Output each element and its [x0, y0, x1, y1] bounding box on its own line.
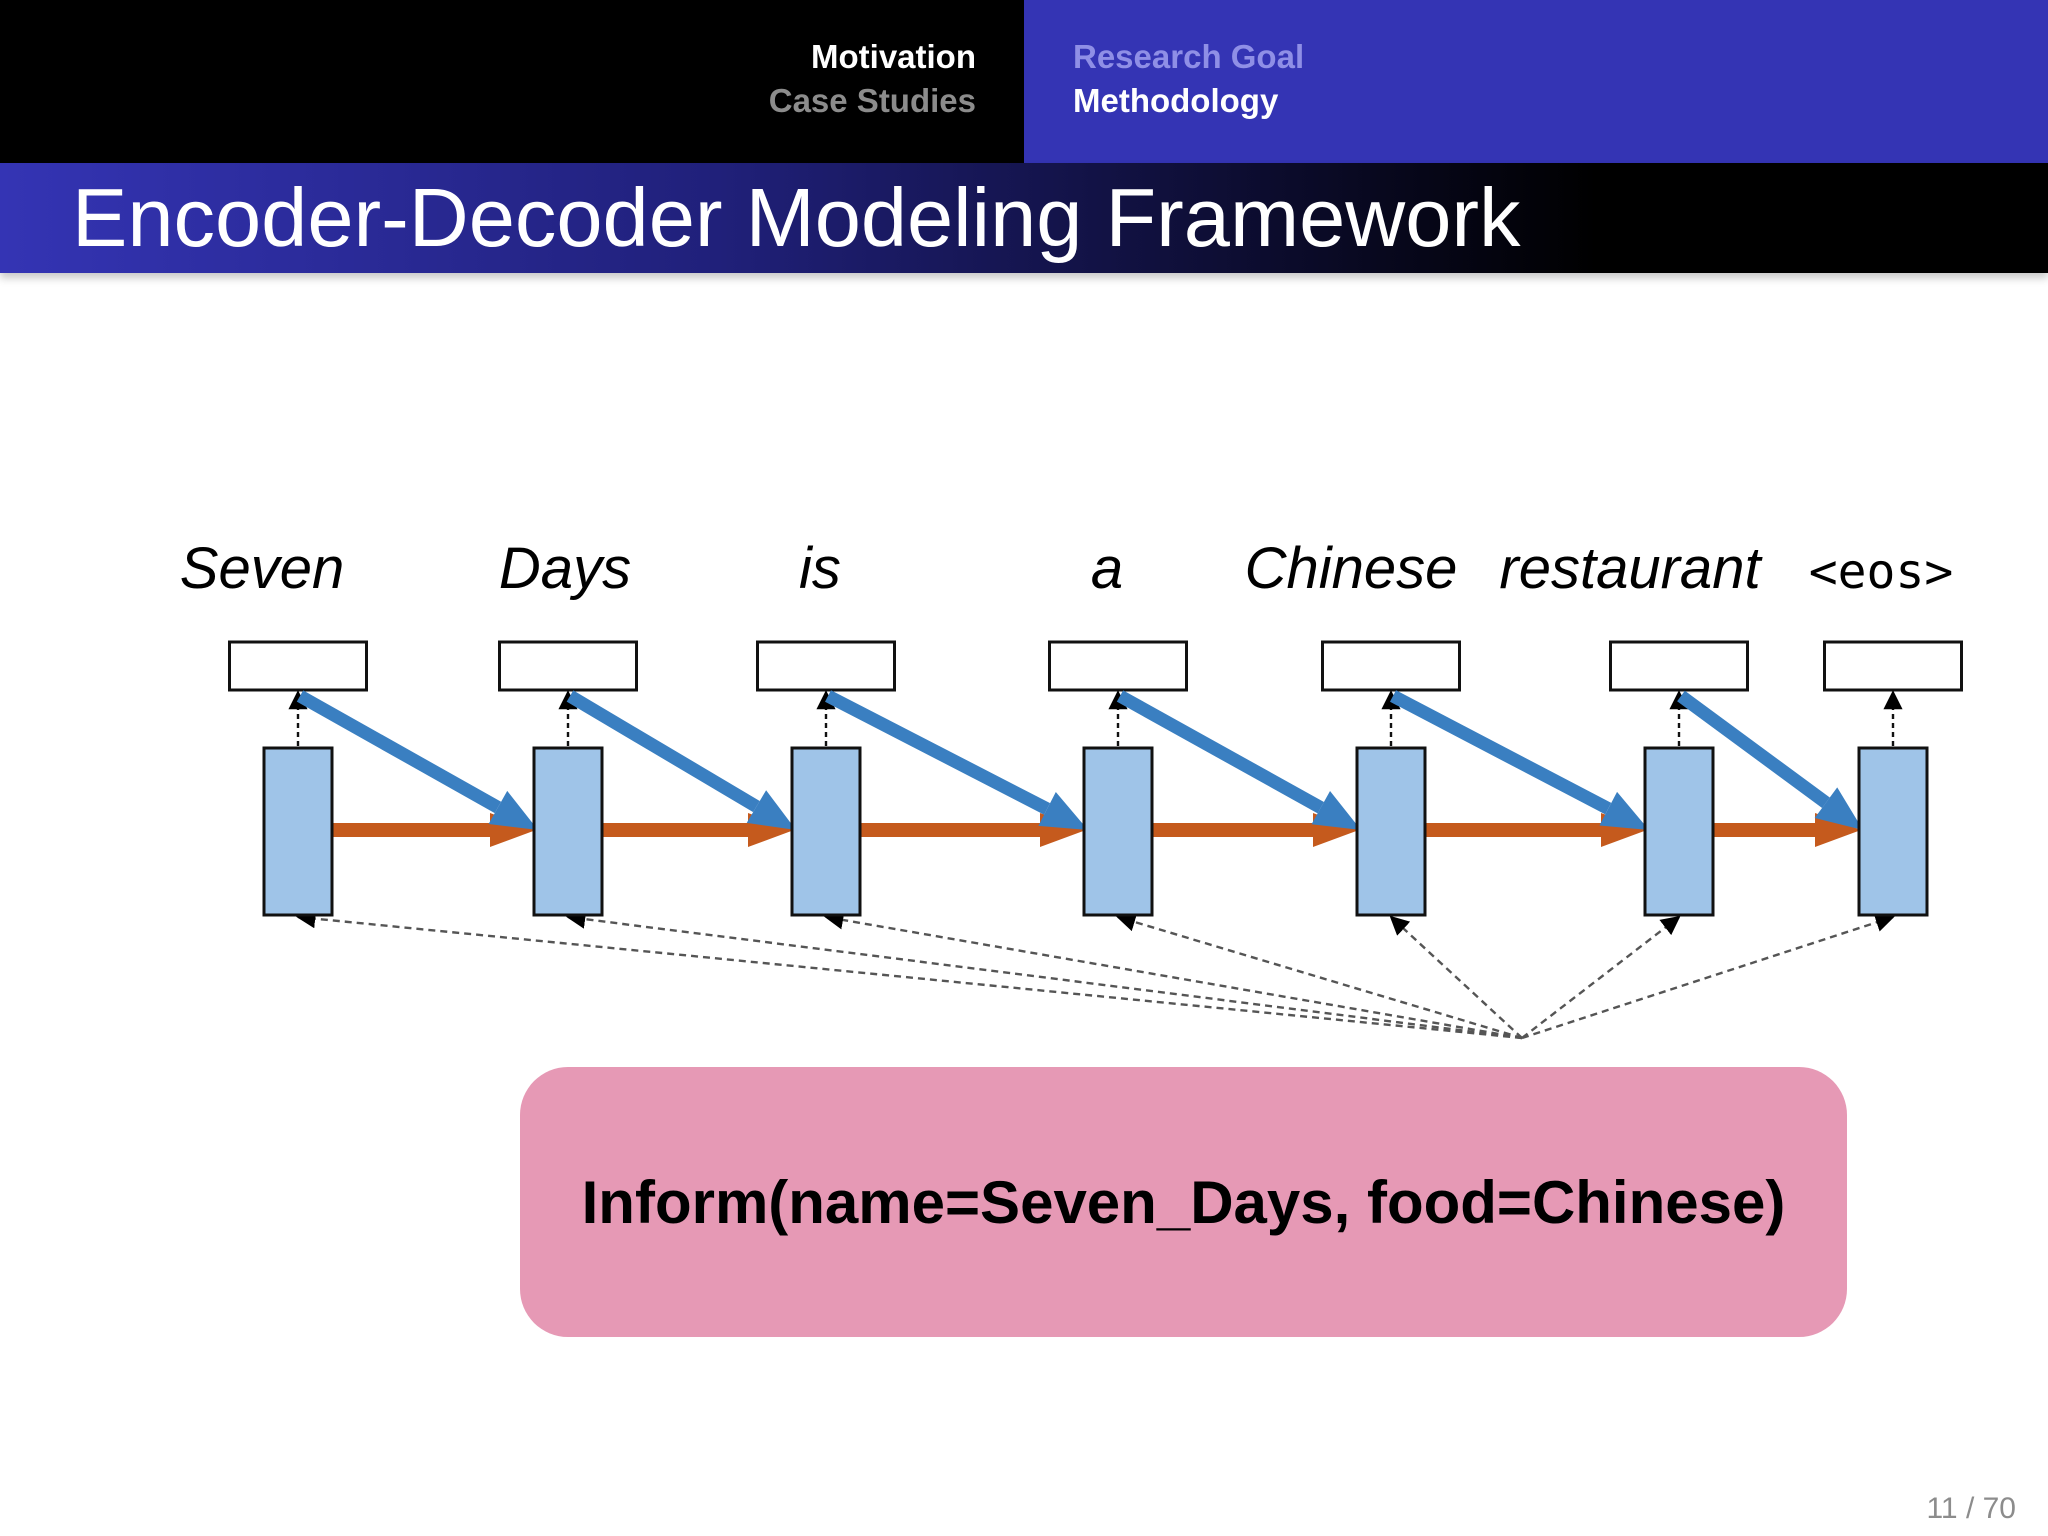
- feedback-arrow: [296, 690, 538, 830]
- dialogue-act-connector: [824, 910, 1523, 1040]
- token-label: <eos>: [1809, 544, 1954, 600]
- dialogue-act-connector: [296, 909, 1523, 1040]
- nav-section-motivation[interactable]: Motivation: [811, 38, 976, 75]
- output-arrows-group: [288, 690, 1903, 746]
- dialogue-act-text: Inform(name=Seven_Days, food=Chinese): [581, 1168, 1786, 1236]
- dialogue-act-connector: [1521, 915, 1681, 1039]
- feedback-arrow: [566, 690, 796, 830]
- hidden-state: [1643, 746, 1715, 917]
- nav-bar-left: Motivation Case Studies: [0, 0, 1024, 163]
- hidden-state: [1355, 746, 1427, 917]
- nav-bar-right: Research Goal Methodology: [1024, 0, 2048, 163]
- input-boxes-group: [228, 640, 1963, 692]
- input-box: [1609, 640, 1749, 692]
- nav-section-methodology[interactable]: Methodology: [1073, 82, 1279, 119]
- title-bar: Encoder-Decoder Modeling Framework: [0, 163, 2048, 273]
- token-label: a: [1091, 536, 1123, 601]
- token-label: restaurant: [1499, 536, 1763, 601]
- dashed-connectors-group: [296, 909, 1895, 1040]
- feedback-arrow: [1677, 690, 1863, 830]
- token-label: Chinese: [1245, 536, 1458, 601]
- dialogue-act-box: Inform(name=Seven_Days, food=Chinese): [520, 1067, 1847, 1337]
- dialogue-act-connector: [1116, 912, 1523, 1040]
- nav-section-research-goal[interactable]: Research Goal: [1073, 38, 1305, 75]
- nav-section-case-studies[interactable]: Case Studies: [768, 82, 976, 119]
- feedback-arrow: [1116, 690, 1361, 830]
- token-labels-group: Seven Days is a Chinese restaurant <eos>: [180, 536, 1953, 601]
- hidden-states-group: [262, 746, 1929, 917]
- input-box: [1048, 640, 1188, 692]
- input-box: [1823, 640, 1963, 692]
- hidden-state: [1857, 746, 1929, 917]
- feedback-arrow: [825, 690, 1088, 830]
- token-label: is: [799, 536, 841, 601]
- dialogue-act-connector: [1389, 915, 1523, 1039]
- page-number: 11 / 70: [1926, 1492, 2016, 1525]
- hidden-state: [790, 746, 862, 917]
- recurrent-arrow: [1713, 813, 1861, 847]
- token-label: Days: [499, 536, 631, 601]
- hidden-state: [262, 746, 334, 917]
- slide-title: Encoder-Decoder Modeling Framework: [72, 171, 1521, 264]
- dialogue-act-connector: [566, 909, 1523, 1040]
- hidden-state: [532, 746, 604, 917]
- input-box: [1321, 640, 1461, 692]
- hidden-state: [1082, 746, 1154, 917]
- dialogue-act-connector: [1521, 913, 1895, 1040]
- input-box: [756, 640, 896, 692]
- feedback-arrows-group: [296, 690, 1863, 830]
- input-box: [498, 640, 638, 692]
- input-box: [228, 640, 368, 692]
- feedback-arrow: [1389, 690, 1649, 830]
- token-label: Seven: [180, 536, 344, 601]
